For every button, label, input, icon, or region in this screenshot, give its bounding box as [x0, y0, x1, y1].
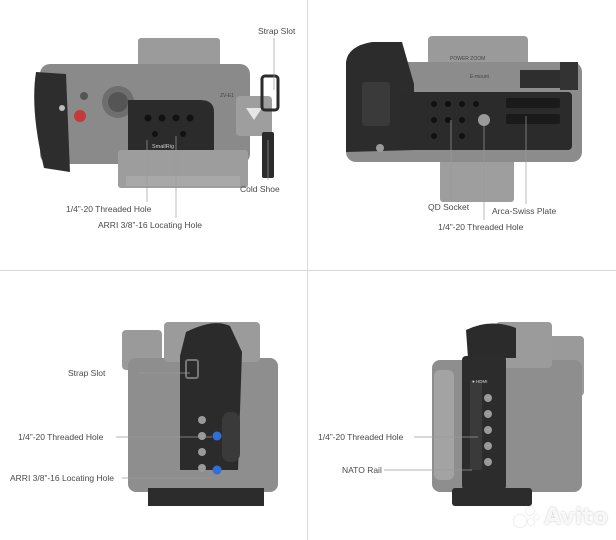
label-strap-slot-bottom: Strap Slot — [68, 368, 106, 378]
mount-text: E-mount — [470, 74, 490, 80]
horizontal-divider — [0, 270, 616, 271]
hdmi-text: ● HDMI — [472, 379, 487, 384]
label-threaded-hole-bottom-left: 1/4”-20 Threaded Hole — [18, 432, 104, 442]
label-threaded-hole-bottom-right: 1/4”-20 Threaded Hole — [318, 432, 404, 442]
avito-watermark: Avito — [514, 505, 608, 530]
top-right-leaders — [450, 116, 527, 220]
label-threaded-hole-top-left: 1/4”-20 Threaded Hole — [66, 204, 152, 214]
label-qd-socket: QD Socket — [428, 202, 470, 212]
bottom-view-camera — [346, 36, 582, 202]
nato-side-camera — [432, 322, 584, 506]
model-text: ZV-E1 — [220, 93, 234, 99]
grip-side-camera — [122, 322, 278, 506]
top-view-camera — [34, 38, 280, 188]
label-strap-slot-top: Strap Slot — [258, 26, 296, 36]
label-locating-hole-bottom-left: ARRI 3/8”-16 Locating Hole — [10, 473, 114, 483]
label-arca-swiss-plate: Arca-Swiss Plate — [492, 206, 557, 216]
label-threaded-hole-top-right: 1/4”-20 Threaded Hole — [438, 222, 524, 232]
brand-text: SmallRig — [152, 144, 174, 150]
bottom-left-leaders — [116, 372, 212, 479]
label-locating-hole-top-left: ARRI 3/8”-16 Locating Hole — [98, 220, 202, 230]
top-left-leaders — [146, 38, 275, 218]
avito-dots-icon — [514, 506, 540, 529]
bottom-right-leaders — [384, 436, 478, 471]
label-cold-shoe: Cold Shoe — [240, 184, 280, 194]
watermark-text: Avito — [544, 505, 608, 530]
label-nato-rail: NATO Rail — [342, 465, 382, 475]
lens-text: POWER ZOOM — [450, 56, 485, 62]
